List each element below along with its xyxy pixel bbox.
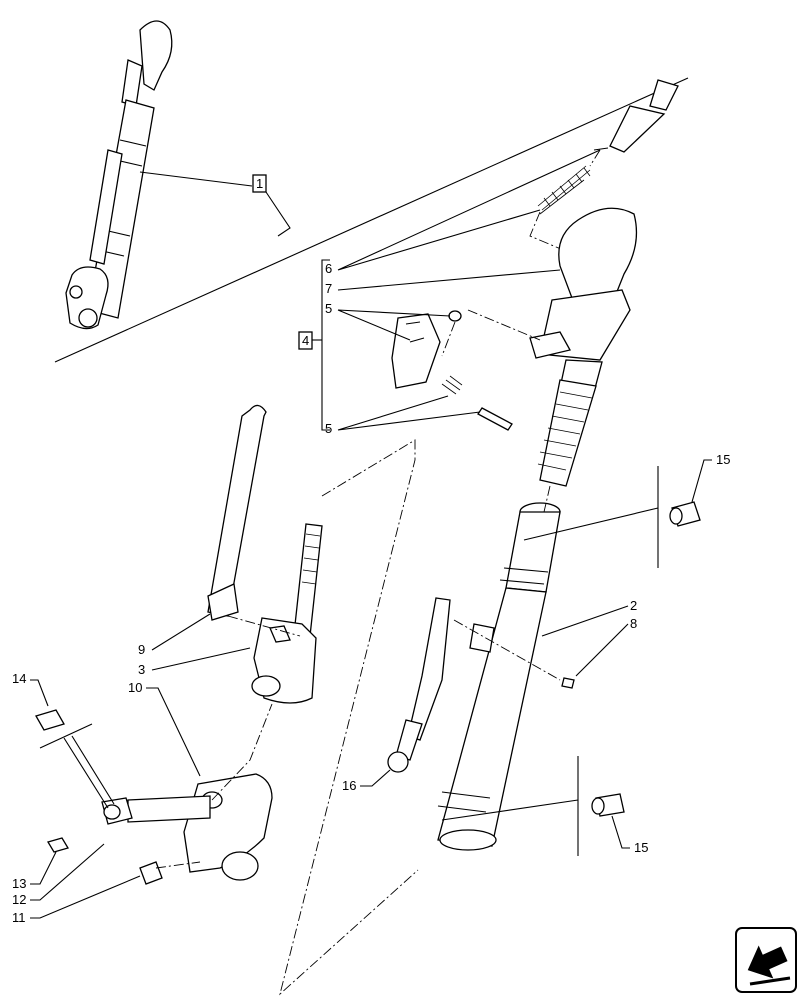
detent-pin <box>593 79 679 153</box>
callout-box-1 <box>252 174 267 193</box>
callout-10: 10 <box>128 680 142 695</box>
callout-2: 2 <box>630 598 637 613</box>
latch-plate <box>391 310 462 389</box>
callout-11: 11 <box>12 910 26 925</box>
latch-spring-pin <box>441 375 513 431</box>
callout-1-leader <box>139 171 253 187</box>
callout-13: 13 <box>12 876 26 891</box>
lower-end-fitting <box>35 709 273 885</box>
assembled-top-link <box>65 20 173 330</box>
callout-15a: 15 <box>716 452 730 467</box>
callout-4: 4 <box>302 333 309 348</box>
callout-5b: 5 <box>325 421 332 436</box>
grease-nipple-lower <box>591 793 625 817</box>
separator-line <box>54 77 689 363</box>
hook-end <box>529 207 638 487</box>
callout-12: 12 <box>12 892 26 907</box>
callout-3: 3 <box>138 662 145 677</box>
callout-9: 9 <box>138 642 145 657</box>
callout-5a: 5 <box>325 301 332 316</box>
handle <box>387 597 451 773</box>
lock-rod <box>207 404 267 621</box>
next-page-arrow-icon[interactable] <box>735 927 797 993</box>
grease-nipple-upper <box>669 501 701 527</box>
spring <box>537 165 591 215</box>
callout-8: 8 <box>630 616 637 631</box>
callout-15b: 15 <box>634 840 648 855</box>
callout-6: 6 <box>325 261 332 276</box>
main-tube <box>437 502 575 851</box>
callout-1: 1 <box>256 176 263 191</box>
clevis-end <box>251 523 323 704</box>
callout-7: 7 <box>325 281 332 296</box>
callout-16: 16 <box>342 778 356 793</box>
callout-14: 14 <box>12 671 26 686</box>
